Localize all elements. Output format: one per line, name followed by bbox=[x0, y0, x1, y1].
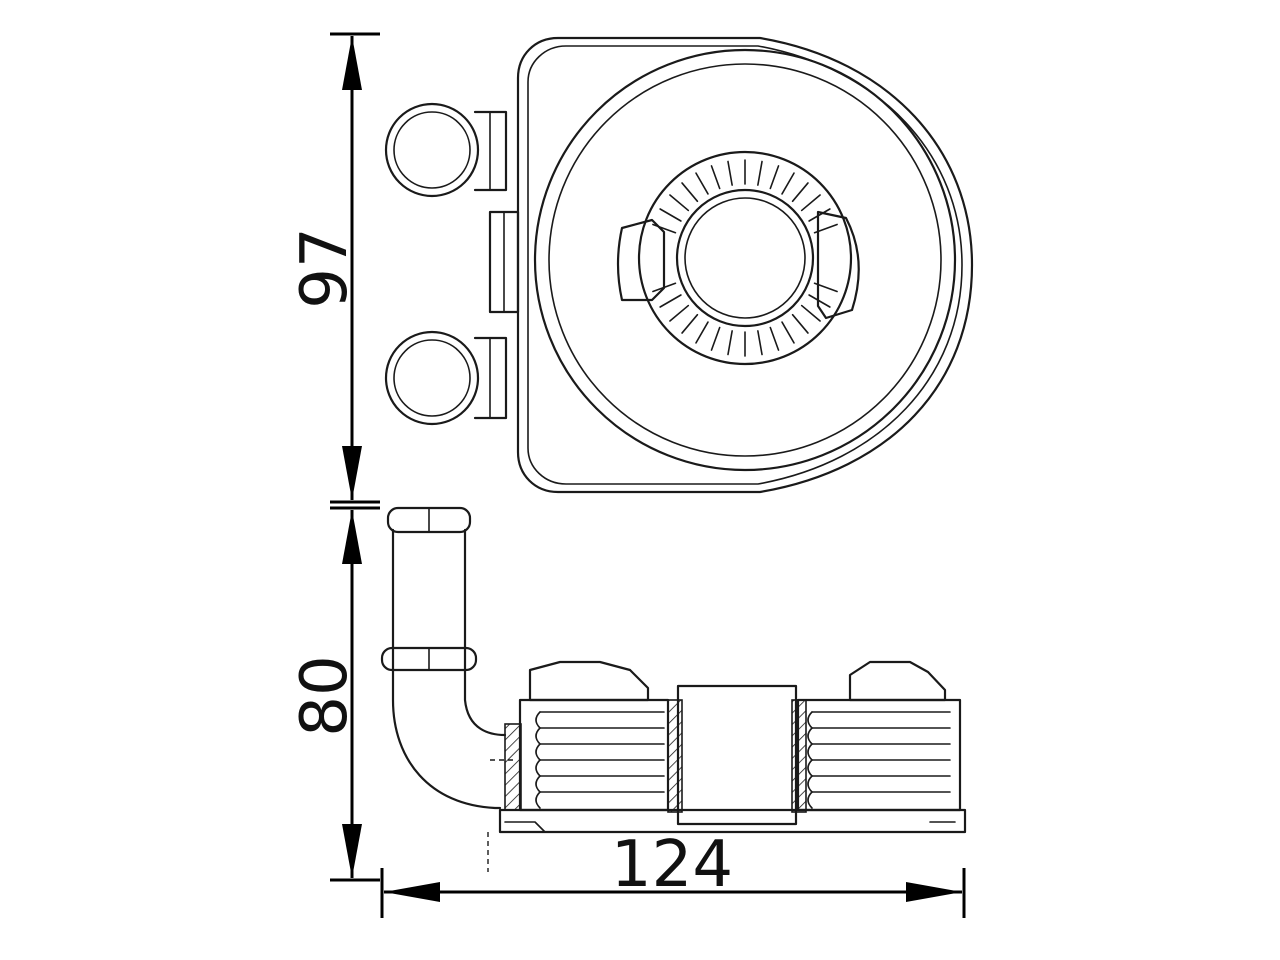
plate-fold bbox=[535, 775, 541, 793]
left-cap bbox=[528, 660, 650, 702]
boss-tick bbox=[695, 172, 709, 195]
boss-tick bbox=[659, 294, 682, 308]
boss-tick bbox=[800, 194, 821, 212]
dimension-124: 124 bbox=[380, 828, 966, 918]
plate-lines-left bbox=[535, 711, 665, 809]
boss-tick bbox=[808, 294, 831, 308]
boss-tick bbox=[800, 304, 821, 322]
boss-tick bbox=[710, 165, 721, 190]
plate-stack-left bbox=[518, 698, 670, 812]
plate-fold bbox=[535, 727, 541, 745]
boss-tick bbox=[791, 313, 809, 334]
upper-port bbox=[384, 102, 508, 198]
plate-fold bbox=[535, 743, 541, 761]
boss-tick bbox=[669, 304, 690, 322]
plate-stack-right bbox=[796, 698, 962, 812]
boss-tick bbox=[727, 330, 733, 356]
boss-tick bbox=[808, 208, 831, 222]
face-circle-inner bbox=[548, 63, 942, 457]
base-flange bbox=[498, 808, 967, 834]
boss-tick bbox=[791, 182, 809, 203]
boss-tick bbox=[769, 165, 780, 190]
boss-tick bbox=[695, 321, 709, 344]
plate-fold bbox=[807, 727, 813, 745]
dimension-97: 97 bbox=[288, 32, 380, 504]
center-boss bbox=[637, 150, 853, 366]
boss-tick bbox=[757, 330, 763, 356]
plate-fold bbox=[807, 775, 813, 793]
face-circle-outer bbox=[533, 48, 957, 472]
boss-tick bbox=[769, 326, 780, 351]
center-tube bbox=[676, 684, 798, 826]
boss-tick bbox=[710, 326, 721, 351]
boss-tick bbox=[681, 313, 699, 334]
lower-port bbox=[384, 330, 508, 426]
housing-outline bbox=[516, 36, 974, 494]
boss-tick bbox=[757, 160, 763, 186]
boss-lug-left bbox=[616, 218, 666, 302]
right-cap bbox=[848, 660, 947, 702]
plate-fold bbox=[807, 743, 813, 761]
boss-tick bbox=[727, 160, 733, 186]
plate-fold bbox=[535, 711, 541, 729]
housing-inner-outline bbox=[527, 45, 963, 485]
plate-fold bbox=[807, 759, 813, 777]
plate-fold bbox=[807, 791, 813, 809]
dimension-label-97: 97 bbox=[288, 227, 362, 308]
boss-tick bbox=[781, 321, 795, 344]
plate-fold bbox=[535, 759, 541, 777]
left-hatched-flange bbox=[504, 723, 522, 811]
plate-lines-right bbox=[807, 711, 951, 809]
boss-lug-right bbox=[816, 210, 860, 320]
elbow-pipe bbox=[391, 528, 507, 810]
side-view bbox=[380, 506, 967, 872]
center-bore-inner bbox=[684, 197, 806, 319]
boss-tick bbox=[669, 194, 690, 212]
top-view bbox=[384, 36, 974, 494]
boss-tick bbox=[659, 208, 682, 222]
left-base-step bbox=[504, 821, 956, 833]
center-thread-right bbox=[791, 699, 807, 813]
center-thread-left bbox=[667, 699, 683, 813]
dimension-label-80: 80 bbox=[288, 655, 362, 736]
plate-fold bbox=[535, 791, 541, 809]
plate-fold bbox=[807, 711, 813, 729]
boss-radial-ticks bbox=[652, 159, 838, 357]
boss-tick bbox=[781, 172, 795, 195]
boss-tick bbox=[681, 182, 699, 203]
dimension-80: 80 bbox=[288, 506, 380, 882]
dimension-label-124: 124 bbox=[611, 828, 733, 902]
center-bore-outer bbox=[675, 188, 815, 328]
